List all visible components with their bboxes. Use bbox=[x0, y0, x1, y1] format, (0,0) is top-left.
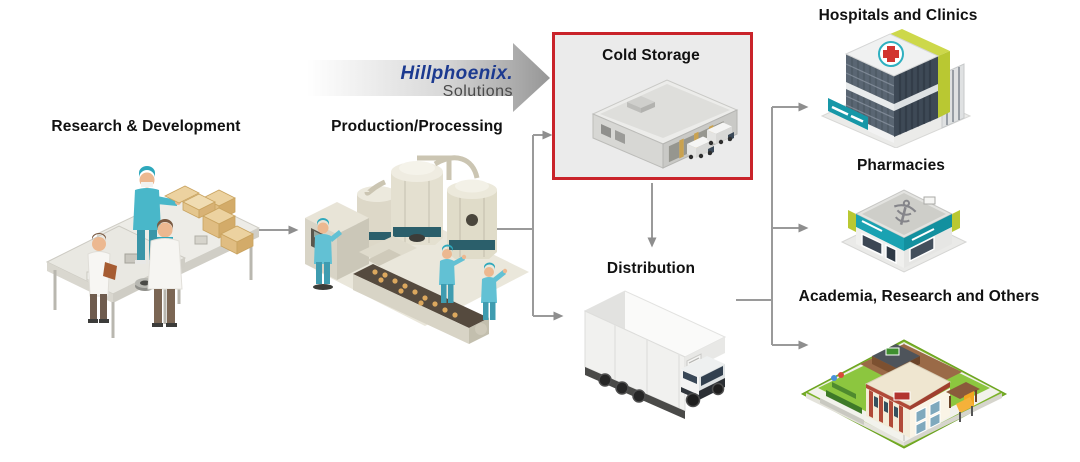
dock-truck bbox=[687, 136, 714, 160]
brand-tagline: Solutions bbox=[442, 83, 513, 100]
warehouse-icon bbox=[591, 79, 739, 169]
lab-scene-icon bbox=[45, 166, 261, 338]
truck-icon bbox=[583, 290, 727, 419]
factory-worker bbox=[439, 244, 467, 303]
academia-label: Academia, Research and Others bbox=[798, 288, 1040, 305]
scientist-clipboard bbox=[87, 233, 117, 323]
production-label: Production/Processing bbox=[331, 118, 503, 135]
brand-logo: Hillphoenix. Solutions bbox=[330, 64, 513, 100]
factory-worker bbox=[481, 262, 508, 320]
hospital-icon bbox=[820, 29, 972, 148]
cold-storage-label: Cold Storage bbox=[602, 47, 700, 64]
factory-worker bbox=[313, 218, 342, 290]
dock-truck bbox=[707, 122, 734, 146]
pharmacies-label: Pharmacies bbox=[856, 157, 946, 174]
pharmacy-icon bbox=[840, 189, 968, 273]
rnd-label: Research & Development bbox=[51, 118, 241, 135]
hospitals-label: Hospitals and Clinics bbox=[818, 7, 978, 24]
scientist-back bbox=[147, 219, 183, 327]
distribution-label: Distribution bbox=[606, 260, 696, 277]
factory-icon bbox=[305, 155, 529, 344]
campus-icon bbox=[800, 339, 1008, 449]
brand-flow-arrow-icon bbox=[307, 43, 550, 112]
brand-name: Hillphoenix. bbox=[400, 63, 513, 84]
